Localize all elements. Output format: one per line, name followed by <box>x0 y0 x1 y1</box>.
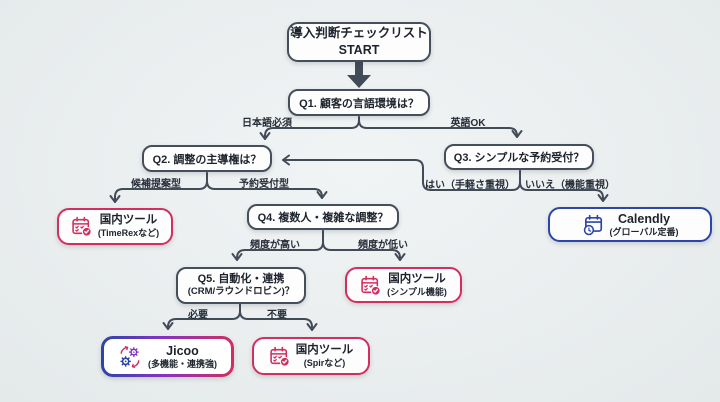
edge-label-english-ok: 英語OK <box>450 118 486 129</box>
edge-label-no-functionality: いいえ（機能重視） <box>525 180 615 191</box>
edge-label-booking-type: 予約受付型 <box>239 179 289 190</box>
edge-label-not-required: 不要 <box>267 310 287 321</box>
timerex-subtitle: (TimeRexなど) <box>97 228 160 238</box>
calendar-check-icon <box>72 216 92 237</box>
jicoo-subtitle: (多機能・連携強) <box>148 358 217 369</box>
result-domestic-spir: 国内ツール (Spirなど) <box>252 337 370 375</box>
result-domestic-simple: 国内ツール (シンプル機能) <box>345 267 462 303</box>
edge-q2-to-q4 <box>206 172 328 199</box>
domestic-simple-title: 国内ツール <box>388 272 446 285</box>
edge-label-high-frequency: 頻度が高い <box>250 240 300 251</box>
edge-q4-to-simple <box>322 230 406 261</box>
edge-q3-to-calendly <box>519 170 609 202</box>
q3-label: Q3. シンプルな予約受付？ <box>453 152 585 164</box>
calendly-subtitle: (グローバル定番) <box>609 226 679 237</box>
q5-label-line1: Q5. 自動化・連携 <box>197 272 285 285</box>
timerex-title: 国内ツール <box>99 214 158 227</box>
question-q5-automation: Q5. 自動化・連携 (CRM/ラウンドロビン)？ <box>176 267 306 304</box>
calendar-check-icon <box>361 275 381 296</box>
question-q3-simple-booking: Q3. シンプルな予約受付？ <box>444 144 594 170</box>
q1-label: Q1. 顧客の言語環境は？ <box>299 97 419 110</box>
calendly-title: Calendly <box>617 211 671 226</box>
q2-label: Q2. 調整の主導権は？ <box>152 153 262 166</box>
edge-q5-to-spir <box>239 303 318 331</box>
question-q2-initiative: Q2. 調整の主導権は？ <box>142 145 272 172</box>
calendar-check-icon <box>270 346 290 367</box>
q5-label-line2: (CRM/ラウンドロビン)？ <box>187 286 295 298</box>
calendar-clock-icon <box>583 214 602 235</box>
domestic-simple-subtitle: (シンプル機能) <box>387 286 447 297</box>
spir-subtitle: (Spirなど) <box>303 357 346 368</box>
edge-label-proposal-type: 候補提案型 <box>131 179 181 190</box>
result-jicoo: Jicoo (多機能・連携強) <box>101 336 234 377</box>
spir-title: 国内ツール <box>295 343 354 356</box>
result-calendly: Calendly (グローバル定番) <box>548 207 712 242</box>
question-q1-language: Q1. 顧客の言語環境は？ <box>288 89 430 116</box>
start-to-q1-arrow <box>347 62 371 88</box>
edge-label-low-frequency: 頻度が低い <box>358 240 408 251</box>
edge-label-japanese-required: 日本語必須 <box>242 118 292 129</box>
start-title: 導入判断チェックリスト <box>290 25 428 40</box>
result-domestic-timerex: 国内ツール (TimeRexなど) <box>57 208 173 245</box>
start-node: 導入判断チェックリスト START <box>287 22 431 62</box>
edge-label-required: 必要 <box>188 310 208 321</box>
gears-sync-icon <box>120 345 140 368</box>
jicoo-title: Jicoo <box>166 343 199 358</box>
start-label: START <box>338 43 380 57</box>
edge-q1-to-q3 <box>358 116 523 138</box>
question-q4-complex-scheduling: Q4. 複数人・複雑な調整？ <box>247 204 399 230</box>
q4-label: Q4. 複数人・複雑な調整？ <box>257 212 389 224</box>
edge-label-yes-simplicity: はい（手軽さ重視） <box>425 180 515 191</box>
edge-q3-to-q2 <box>282 154 521 191</box>
